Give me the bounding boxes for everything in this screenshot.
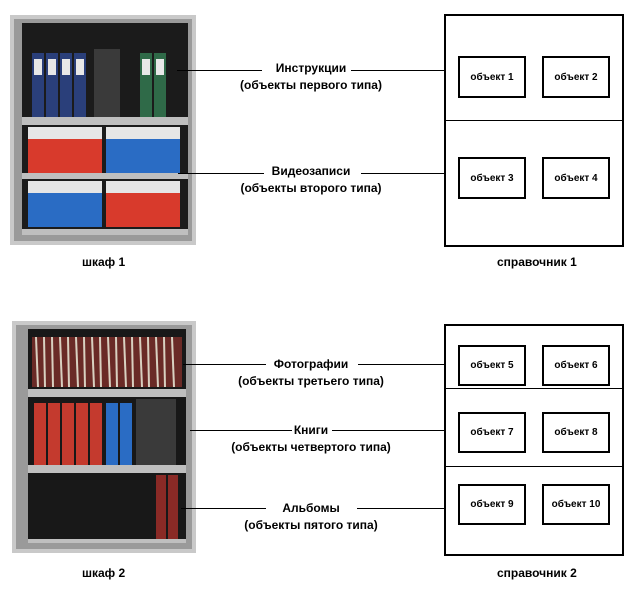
cabinet-1-illustration [10,15,196,245]
type-description: (объекты второго типа) [240,181,382,195]
cabinet-2-illustration [12,321,196,553]
object-5: объект 5 [458,345,526,386]
connector-books-right [332,430,445,431]
type-label-video: Видеозаписи (объекты второго типа) [226,163,396,197]
directory-2-label: справочник 2 [497,566,577,580]
type-name: Видеозаписи [271,164,351,178]
cabinet-1-photo [10,15,196,245]
type-name: Книги [293,423,329,437]
object-4: объект 4 [542,157,610,199]
type-description: (объекты четвертого типа) [231,440,391,454]
connector-instructions-right [351,70,445,71]
type-name: Инструкции [275,61,347,75]
connector-video-left [178,173,264,174]
directory-2-separator-1 [446,388,622,389]
object-7: объект 7 [458,412,526,453]
connector-albums-right [357,508,445,509]
connector-books-left [190,430,292,431]
type-description: (объекты пятого типа) [244,518,378,532]
object-6: объект 6 [542,345,610,386]
object-1: объект 1 [458,56,526,98]
directory-2: объект 5 объект 6 объект 7 объект 8 объе… [444,324,624,556]
type-label-albums: Альбомы (объекты пятого типа) [226,500,396,534]
cabinet-2-label: шкаф 2 [82,566,126,580]
cabinet-2-photo [12,321,196,553]
object-9: объект 9 [458,484,526,525]
type-label-instructions: Инструкции (объекты первого типа) [226,60,396,94]
type-description: (объекты третьего типа) [238,374,384,388]
connector-photos-right [358,364,445,365]
object-2: объект 2 [542,56,610,98]
object-10: объект 10 [542,484,610,525]
object-3: объект 3 [458,157,526,199]
cabinet-1-label: шкаф 1 [82,255,126,269]
directory-1-label: справочник 1 [497,255,577,269]
directory-1-separator [446,120,622,121]
type-label-photos: Фотографии (объекты третьего типа) [226,356,396,390]
directory-1: объект 1 объект 2 объект 3 объект 4 [444,14,624,247]
type-label-books: Книги (объекты четвертого типа) [226,422,396,456]
type-name: Фотографии [273,357,349,371]
type-description: (объекты первого типа) [240,78,382,92]
connector-instructions-left [177,70,262,71]
connector-albums-left [181,508,266,509]
directory-2-separator-2 [446,466,622,467]
connector-video-right [361,173,445,174]
connector-photos-left [183,364,266,365]
type-name: Альбомы [282,501,340,515]
object-8: объект 8 [542,412,610,453]
